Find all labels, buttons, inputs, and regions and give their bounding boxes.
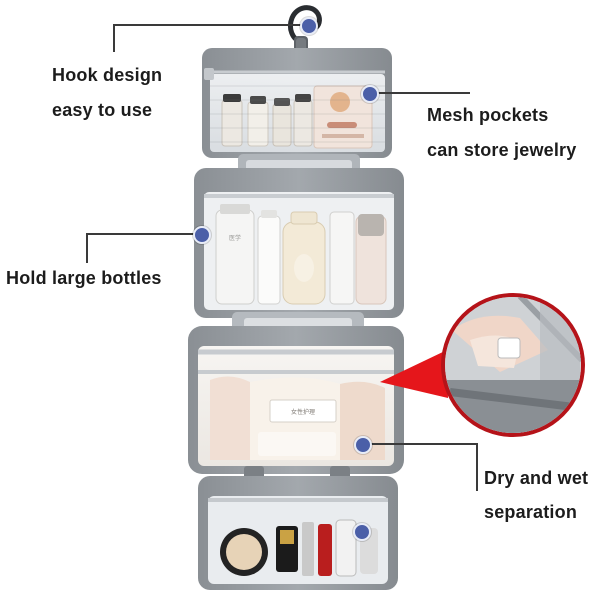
hook-marker-dot [300, 17, 318, 35]
bottles-callout-line-h [86, 233, 200, 235]
clear-pouch-section: 女性护理 [188, 326, 404, 474]
pouch-text: 女性护理 [291, 408, 315, 416]
separation-callout-line2: separation [484, 502, 578, 522]
hook-callout-line-h [113, 24, 303, 26]
mesh-pocket-section [202, 48, 392, 158]
hook-callout-line-v [113, 24, 115, 52]
bottles-callout-line1: Hold large bottles [6, 268, 162, 288]
mesh-callout-line1: Mesh pockets [427, 105, 549, 125]
separation-callout-line-v [476, 443, 478, 491]
mesh-callout-line [370, 92, 470, 94]
bottle-section: 医学 [194, 168, 404, 318]
mesh-marker-dot [361, 85, 379, 103]
separation-callout-line1: Dry and wet [484, 468, 589, 488]
bottom-pouch-section [198, 476, 398, 590]
bottles-marker-dot [193, 226, 211, 244]
zoom-detail [380, 293, 585, 437]
separation-marker-dot [354, 436, 372, 454]
hook-callout-line1: Hook design [52, 65, 163, 85]
mesh-callout-line2: can store jewelry [427, 140, 577, 160]
pointer-triangle [380, 350, 448, 398]
hook-callout-line2: easy to use [52, 100, 153, 120]
bottom-marker-dot [353, 523, 371, 541]
bottles-callout-line-v [86, 233, 88, 263]
bottle-label: 医学 [229, 234, 241, 242]
separation-callout-line-h [362, 443, 477, 445]
